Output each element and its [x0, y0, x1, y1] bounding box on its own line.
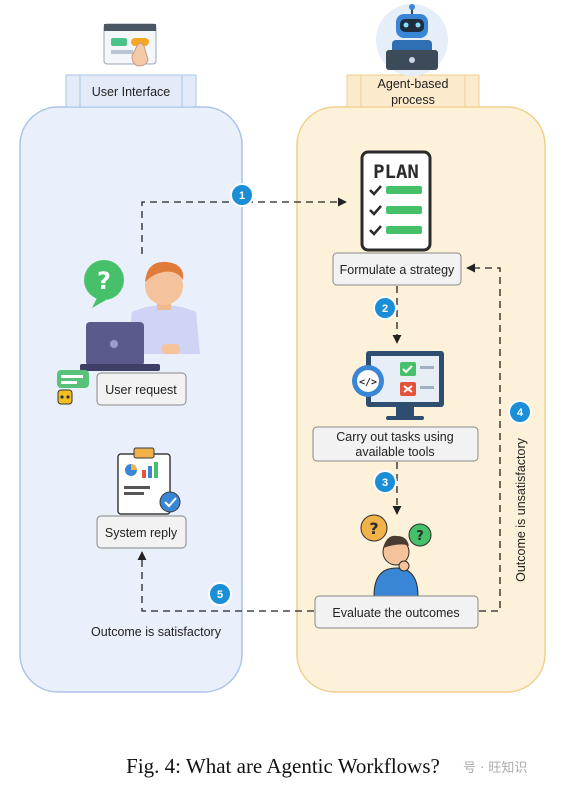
- evaluate-outcomes-box: Evaluate the outcomes: [314, 595, 479, 629]
- svg-text:?: ?: [416, 529, 424, 544]
- step-number-1: 1: [239, 190, 245, 202]
- figure-caption: Fig. 4: What are Agentic Workflows?: [126, 754, 440, 778]
- carry-out-tasks-line2: available tools: [355, 445, 434, 459]
- formulate-strategy-label: Formulate a strategy: [340, 263, 455, 277]
- agent-process-header-line1: Agent-based: [378, 77, 449, 91]
- plan-title: PLAN: [373, 161, 419, 183]
- user-person-icon: ?: [80, 260, 200, 371]
- ui-window-icon: [103, 23, 157, 67]
- step-number-2: 2: [382, 303, 388, 315]
- agent-process-header-line2: process: [391, 93, 435, 107]
- robot-agent-icon: [376, 4, 448, 76]
- chat-bot-icon: [57, 370, 89, 405]
- carry-out-tasks-line1: Carry out tasks using: [336, 430, 453, 444]
- thinking-person-icon: ? ?: [360, 514, 432, 597]
- svg-text:?: ?: [369, 519, 378, 538]
- edge-1-request-to-plan: [141, 197, 347, 254]
- step-badge-2: 2: [373, 296, 397, 320]
- step-number-4: 4: [517, 407, 524, 419]
- user-interface-header: User Interface: [65, 74, 197, 108]
- edge-4-evaluate-to-formulate: [466, 263, 501, 612]
- step-badge-4: 4: [508, 400, 532, 424]
- step-number-5: 5: [217, 589, 223, 601]
- system-reply-label: System reply: [105, 526, 178, 540]
- user-interface-header-label: User Interface: [92, 85, 171, 99]
- edge-5-evaluate-to-reply: [137, 551, 314, 612]
- monitor-tools-icon: </>: [352, 351, 444, 420]
- watermark-text: 号 · 旺知识: [463, 760, 527, 776]
- outcome-unsatisfactory-label: Outcome is unsatisfactory: [514, 437, 528, 582]
- step-badge-5: 5: [208, 582, 232, 606]
- step-badge-1: 1: [230, 183, 254, 207]
- step-badge-3: 3: [373, 470, 397, 494]
- step-number-3: 3: [382, 477, 388, 489]
- system-reply-box: System reply: [96, 515, 187, 549]
- user-request-box: User request: [96, 372, 187, 406]
- evaluate-outcomes-label: Evaluate the outcomes: [332, 606, 459, 620]
- user-request-label: User request: [105, 383, 177, 397]
- svg-text:</>: </>: [359, 377, 377, 388]
- plan-clipboard-icon: PLAN: [360, 150, 432, 252]
- agent-process-header: Agent-based process: [346, 74, 480, 108]
- svg-text:?: ?: [97, 267, 111, 295]
- formulate-strategy-box: Formulate a strategy: [332, 252, 462, 286]
- outcome-satisfactory-label: Outcome is satisfactory: [91, 625, 222, 639]
- report-document-icon: [117, 447, 181, 515]
- carry-out-tasks-box: Carry out tasks using available tools: [312, 426, 479, 462]
